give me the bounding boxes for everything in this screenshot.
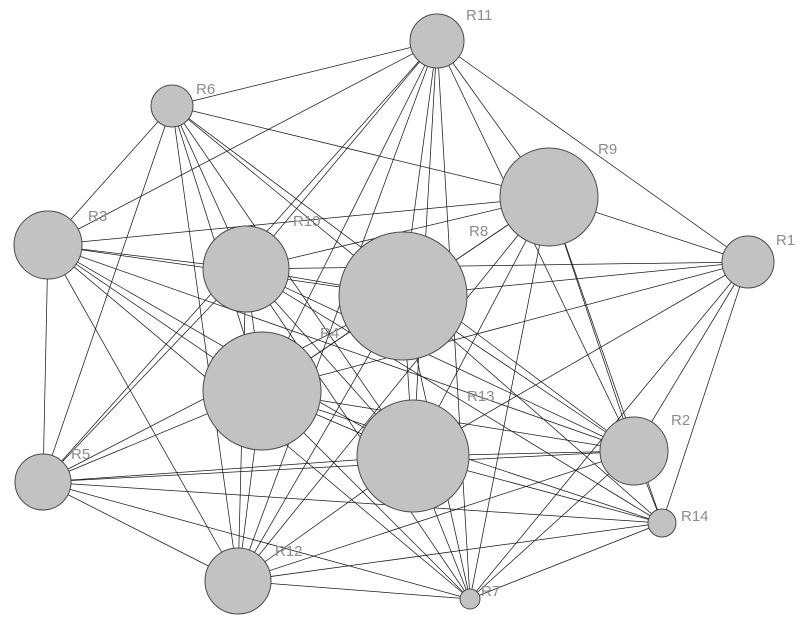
node-label-R6: R6: [196, 81, 215, 98]
node-R14[interactable]: [647, 508, 677, 538]
node-label-R4: R4: [320, 325, 339, 342]
node-R13[interactable]: [356, 399, 470, 513]
node-R7[interactable]: [459, 588, 481, 610]
edge-R3-R12: [47, 244, 239, 582]
node-label-R12: R12: [275, 543, 303, 560]
edge-R9-R12: [237, 196, 550, 582]
edge-R5-R6: [42, 105, 173, 483]
edge-R6-R12: [171, 105, 239, 582]
edge-R2-R10: [245, 268, 635, 452]
edge-R6-R13: [171, 105, 414, 457]
node-label-R5: R5: [71, 446, 90, 463]
node-label-R2: R2: [671, 412, 690, 429]
edge-R7-R10: [245, 268, 471, 600]
edge-R7-R14: [469, 522, 663, 600]
edge-R12-R14: [237, 522, 663, 582]
edge-R4-R11: [261, 40, 438, 392]
node-R8[interactable]: [338, 231, 468, 361]
node-R3[interactable]: [13, 210, 83, 280]
node-label-R8: R8: [469, 223, 488, 240]
node-label-R13: R13: [467, 388, 495, 405]
edge-R2-R7: [469, 450, 635, 600]
edge-R3-R5: [42, 244, 49, 483]
node-R11[interactable]: [409, 13, 465, 69]
node-label-R11: R11: [466, 7, 492, 24]
edge-R7-R12: [237, 580, 471, 600]
node-R2[interactable]: [599, 416, 669, 486]
edge-R5-R14: [42, 481, 663, 524]
edge-R11-R12: [237, 40, 438, 582]
node-label-R1: R1: [776, 232, 795, 249]
node-R12[interactable]: [204, 547, 272, 615]
edge-R10-R11: [245, 40, 438, 270]
edge-R1-R10: [245, 261, 749, 270]
node-label-R9: R9: [598, 141, 617, 158]
edge-R3-R11: [47, 40, 438, 246]
edge-R5-R10: [42, 268, 247, 483]
edge-R10-R14: [245, 268, 663, 524]
edge-R5-R12: [42, 481, 239, 582]
node-R4[interactable]: [202, 331, 322, 451]
edge-R1-R11: [436, 40, 749, 263]
nodes-layer: [13, 13, 775, 615]
node-R5[interactable]: [14, 453, 72, 511]
edge-R3-R9: [47, 196, 550, 246]
node-R10[interactable]: [202, 225, 290, 313]
edge-R1-R4: [261, 261, 749, 392]
edge-R6-R9: [171, 105, 550, 198]
edge-R2-R5: [42, 450, 635, 483]
edge-R2-R11: [436, 40, 635, 452]
edge-R6-R11: [171, 40, 438, 107]
node-label-R7: R7: [481, 583, 500, 600]
edge-R1-R2: [633, 261, 749, 452]
node-R1[interactable]: [721, 235, 775, 289]
node-R6[interactable]: [150, 84, 194, 128]
edge-R7-R9: [469, 196, 550, 600]
edge-R1-R14: [661, 261, 749, 524]
edge-R5-R7: [42, 481, 471, 600]
edge-R2-R3: [47, 244, 635, 452]
edge-R2-R12: [237, 450, 635, 582]
node-R9[interactable]: [499, 147, 599, 247]
node-label-R14: R14: [681, 508, 709, 525]
node-label-R10: R10: [293, 213, 321, 230]
edge-R1-R13: [412, 261, 749, 457]
edge-R5-R13: [42, 455, 414, 483]
node-label-R3: R3: [88, 208, 107, 225]
